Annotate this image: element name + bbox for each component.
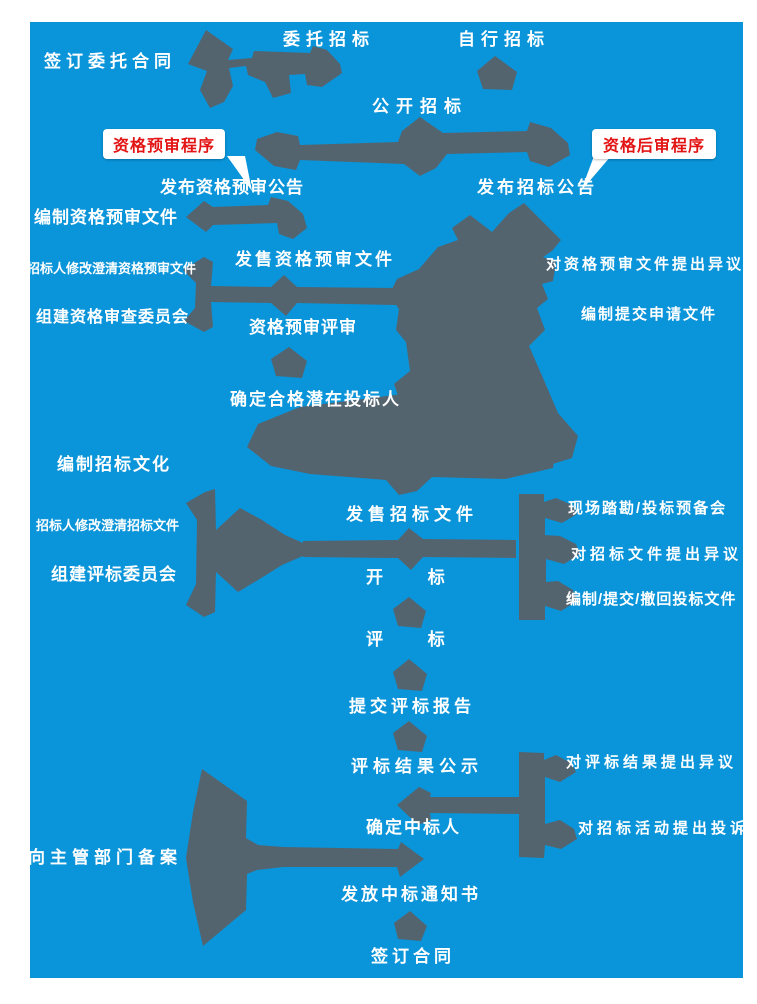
node-prepare-prequalification-documents: 编制资格预审文件 — [34, 208, 178, 227]
node-objection-to-bidding-documents: 对招标文件提出异议 — [571, 546, 743, 563]
node-bid-evaluation-result-publicity: 评标结果公示 — [351, 757, 483, 776]
node-publish-prequalification-announcement: 发布资格预审公告 — [160, 178, 304, 197]
node-prepare-bidding-documents: 编制招标文化 — [57, 455, 171, 474]
node-entrusted-bidding: 委托招标 — [283, 30, 375, 49]
node-sell-prequalification-documents: 发售资格预审文件 — [235, 250, 395, 269]
node-sign-contract: 签订合同 — [371, 947, 455, 966]
node-submit-bid-evaluation-report: 提交评标报告 — [349, 697, 475, 716]
node-complaint-about-bidding-activities: 对招标活动提出投诉 — [578, 820, 750, 837]
node-open-bidding: 公开招标 — [372, 97, 468, 116]
node-prepare-submit-withdraw-bid-documents: 编制/提交/撤回投标文件 — [566, 591, 737, 608]
node-sign-entrust-contract: 签订委托合同 — [44, 52, 176, 71]
node-site-survey-pre-bid-meeting: 现场踏勘/投标预备会 — [568, 500, 728, 517]
callout-prequalification-procedure-label: 资格预审程序 — [112, 138, 215, 155]
callout-post-qualification-procedure-label: 资格后审程序 — [602, 138, 705, 155]
node-bidder-modify-clarify-prequalification-documents: 招标人修改澄清资格预审文件 — [27, 261, 197, 276]
node-objection-to-evaluation-result: 对评标结果提出异议 — [566, 754, 738, 771]
node-form-bid-evaluation-committee: 组建评标委员会 — [51, 565, 177, 584]
node-self-bidding: 自行招标 — [458, 30, 550, 49]
node-bid-opening: 开 标 — [366, 568, 445, 587]
callout-post-qualification-procedure: 资格后审程序 — [592, 129, 716, 159]
node-objection-to-prequalification-documents: 对资格预审文件提出异议 — [546, 256, 745, 273]
node-determine-winning-bidder: 确定中标人 — [366, 818, 461, 837]
node-sell-bidding-documents: 发售招标文件 — [346, 505, 478, 524]
node-issue-winning-notice: 发放中标通知书 — [341, 885, 481, 904]
node-prequalification-review: 资格预审评审 — [249, 318, 357, 337]
node-bid-evaluation: 评 标 — [366, 630, 445, 649]
callout-prequalification-procedure: 资格预审程序 — [103, 129, 225, 159]
node-bidder-modify-clarify-bidding-documents: 招标人修改澄清招标文件 — [36, 518, 180, 533]
node-file-with-competent-authority: 向主管部门备案 — [28, 848, 182, 867]
node-prepare-submit-application-documents: 编制提交申请文件 — [581, 306, 718, 323]
node-publish-bidding-announcement: 发布招标公告 — [477, 178, 597, 197]
node-determine-qualified-potential-bidders: 确定合格潜在投标人 — [230, 390, 401, 409]
node-form-qualification-review-committee: 组建资格审查委员会 — [36, 309, 190, 326]
